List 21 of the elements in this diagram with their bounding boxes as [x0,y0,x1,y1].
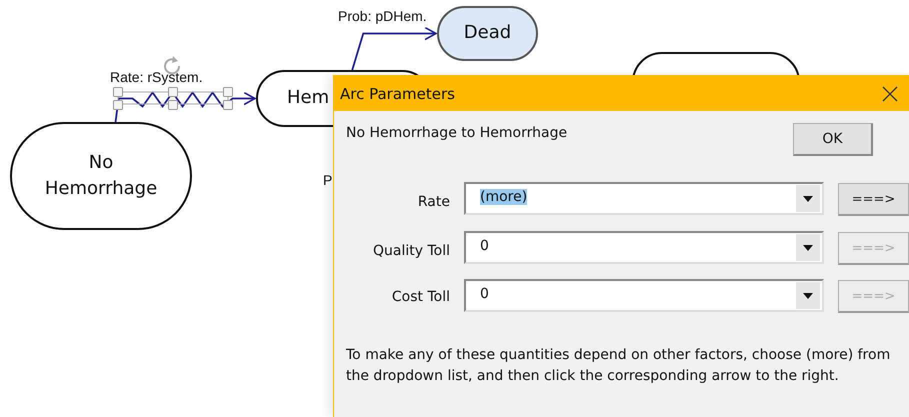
field-label: Quality Toll [372,243,450,259]
node-label: No Hemorrhage [44,150,158,201]
field-label: Cost Toll [390,289,450,305]
edge-label: Rate: rSystem. [110,69,203,85]
field-value: (more) [480,189,528,205]
field-value: 0 [480,286,489,302]
node-label: Hem [287,86,330,110]
field-label: Rate [416,194,450,210]
arrow [114,90,256,122]
instruction-text: To make any of these quantities depend on other factors, choose (more) from the dropdown list, and then click the corresponding arrow to the right. [346,346,891,386]
ok-button: OK [793,123,873,156]
edge-label: Prob: pDHem. [338,8,427,24]
arrow-button: ===> [838,183,909,216]
node-label: Dead [464,21,512,46]
dialog-title: Arc Parameters [340,85,455,103]
dialog-heading: No Hemorrhage to Hemorrhage [346,125,568,141]
arrow-button: ===> [838,232,909,265]
arrow [351,26,437,70]
arrow-button: ===> [838,280,909,313]
field-value: 0 [480,238,489,254]
label-text: P [323,172,332,188]
